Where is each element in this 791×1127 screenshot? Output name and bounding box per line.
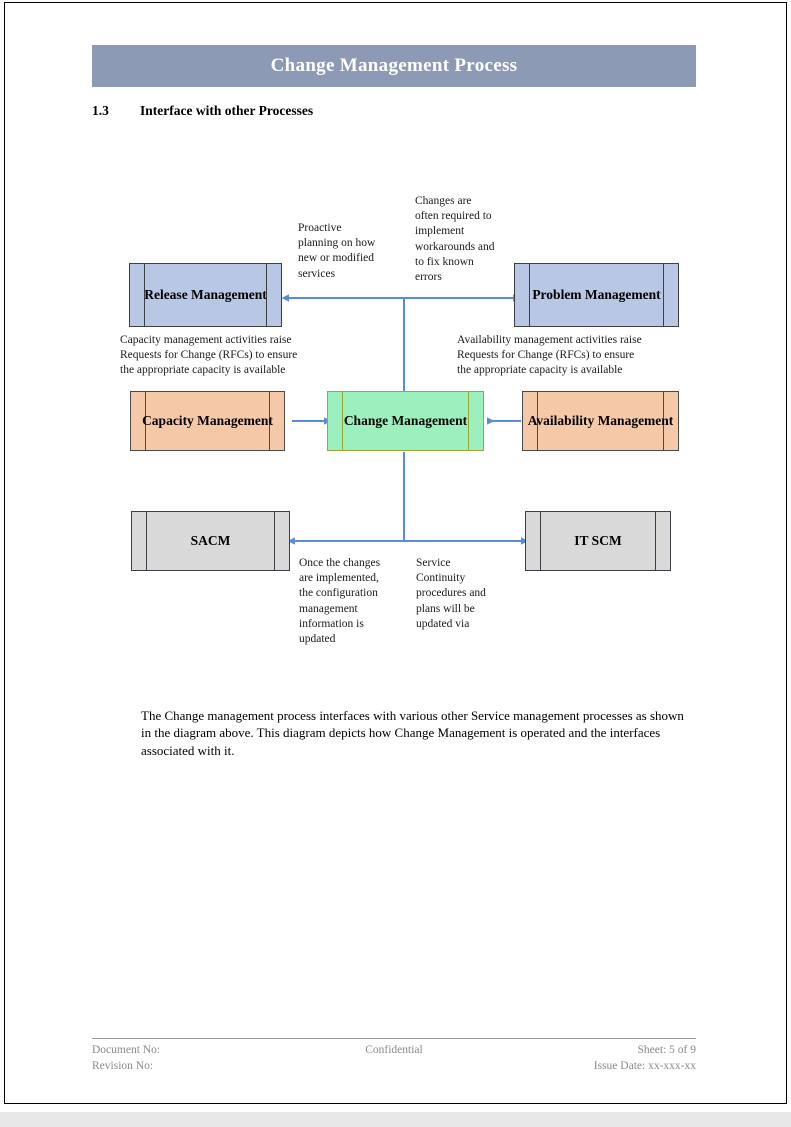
annotation-changes-required: Changes are often required to implement … [415, 195, 495, 283]
page-title: Change Management Process [270, 55, 518, 76]
process-divider-right [655, 512, 656, 570]
process-box-capacity[interactable]: Capacity Management [130, 391, 285, 451]
process-box-label: SACM [190, 532, 231, 548]
annotation-capacity-rfc: Capacity management activities raise Req… [120, 334, 298, 377]
process-box-availability[interactable]: Availability Management [522, 391, 679, 451]
process-box-label: Availability Management [527, 412, 674, 428]
process-divider-left [342, 392, 343, 450]
footer-row-top: Document No: Confidential Sheet: 5 of 9 [92, 1043, 696, 1059]
annotation-configuration-updated: Once the changes are implemented, the co… [299, 557, 381, 645]
annotation-availability-rfc: Availability management activities raise… [457, 334, 642, 377]
process-box-label: Problem Management [532, 286, 661, 302]
process-divider-right [266, 264, 267, 326]
process-divider-right [663, 392, 664, 450]
process-divider-left [529, 264, 530, 326]
header-banner: Change Management Process [92, 45, 696, 87]
process-box-label: Release Management [144, 286, 267, 302]
footer-row-bottom: Revision No: Issue Date: xx-xxx-xx [92, 1059, 696, 1075]
process-divider-right [468, 392, 469, 450]
footer-sheet: Sheet: 5 of 9 [637, 1044, 696, 1056]
page-footer: Document No: Confidential Sheet: 5 of 9 … [92, 1038, 696, 1074]
process-box-release[interactable]: Release Management [129, 263, 282, 327]
body-paragraph: The Change management process interfaces… [141, 708, 684, 758]
process-divider-left [537, 392, 538, 450]
process-divider-left [144, 264, 145, 326]
process-box-label: IT SCM [574, 532, 622, 548]
process-divider-left [145, 392, 146, 450]
section-heading: 1.3 Interface with other Processes [92, 103, 696, 119]
section-number: 1.3 [92, 103, 109, 118]
footer-issue-date: Issue Date: xx-xxx-xx [593, 1059, 696, 1072]
process-divider-right [663, 264, 664, 326]
process-box-itscm[interactable]: IT SCM [525, 511, 671, 571]
process-box-sacm[interactable]: SACM [131, 511, 290, 571]
footer-confidential: Confidential [365, 1044, 423, 1056]
page-bottom-strip [0, 1112, 791, 1127]
process-box-label: Change Management [343, 412, 468, 428]
footer-revision-no: Revision No: [92, 1059, 154, 1072]
footer-document-no: Document No: [92, 1044, 161, 1056]
process-divider-left [540, 512, 541, 570]
process-divider-right [274, 512, 275, 570]
process-box-problem[interactable]: Problem Management [514, 263, 679, 327]
process-box-label: Capacity Management [142, 412, 273, 428]
process-box-change[interactable]: Change Management [327, 391, 484, 451]
section-title: Interface with other Processes [140, 103, 314, 118]
process-divider-left [146, 512, 147, 570]
annotation-proactive-planning: Proactive planning on how new or modifie… [298, 222, 376, 280]
process-divider-right [269, 392, 270, 450]
annotation-service-continuity: Service Continuity procedures and plans … [416, 557, 486, 630]
